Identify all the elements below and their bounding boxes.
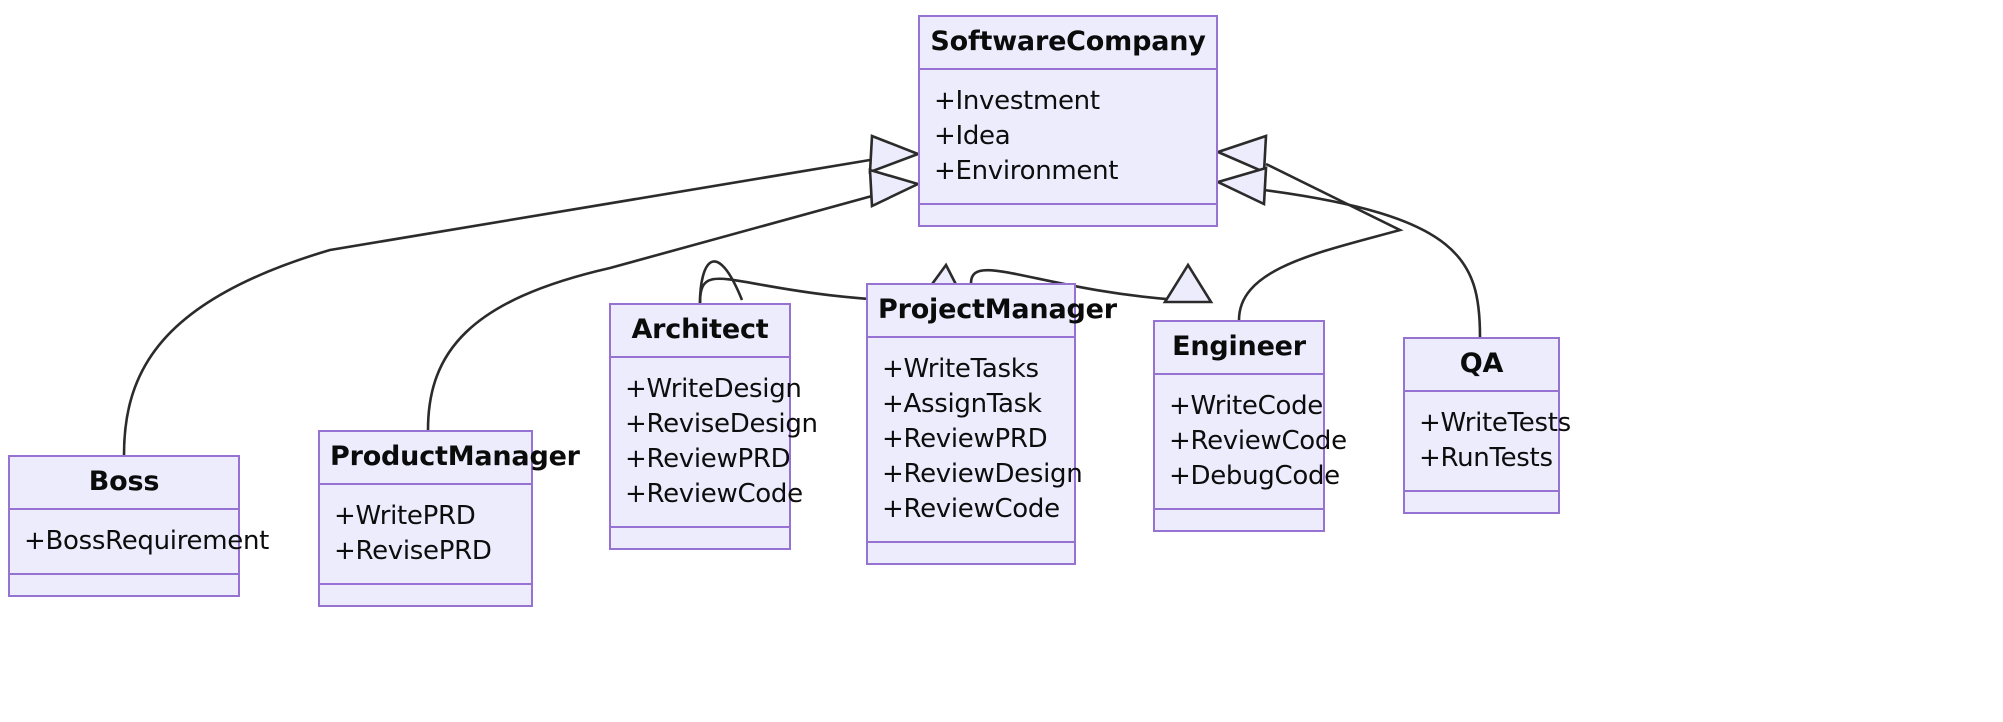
- attribute-row: +ReviewCode: [1169, 426, 1347, 456]
- class-methods: [320, 585, 531, 605]
- attribute-row: +Environment: [934, 156, 1119, 186]
- uml-class-engineer[interactable]: Engineer +WriteCode +ReviewCode +DebugCo…: [1153, 320, 1347, 532]
- edge-architect-to-softwarecompany: [698, 260, 744, 304]
- class-methods: [611, 528, 789, 548]
- uml-class-boss[interactable]: Boss +BossRequirement: [8, 455, 270, 597]
- class-title: ProductManager: [320, 432, 580, 485]
- class-methods: [920, 205, 1216, 225]
- arrowhead-boss: [868, 134, 922, 174]
- edge-engineer-to-softwarecompany: [1237, 162, 1404, 321]
- arrowhead-engineer: [1214, 134, 1268, 174]
- class-attributes: +WriteDesign +ReviseDesign +ReviewPRD +R…: [611, 358, 818, 528]
- class-attributes: +WriteTasks +AssignTask +ReviewPRD +Revi…: [868, 338, 1083, 543]
- uml-class-softwarecompany[interactable]: SoftwareCompany +Investment +Idea +Envir…: [918, 15, 1218, 227]
- class-title: QA: [1405, 339, 1558, 392]
- attribute-row: +WriteCode: [1169, 391, 1323, 421]
- uml-class-architect[interactable]: Architect +WriteDesign +ReviseDesign +Re…: [609, 303, 818, 550]
- class-attributes: +Investment +Idea +Environment: [920, 70, 1216, 205]
- attribute-row: +Idea: [934, 121, 1011, 151]
- attribute-row: +ReviseDesign: [625, 409, 818, 439]
- class-attributes: +BossRequirement: [10, 510, 270, 575]
- attribute-row: +BossRequirement: [24, 526, 270, 556]
- uml-class-productmanager[interactable]: ProductManager +WritePRD +RevisePRD: [318, 430, 580, 607]
- arrowhead-qa: [1214, 166, 1268, 207]
- arrowhead-projectmanager: [1162, 262, 1214, 304]
- attribute-row: +WriteDesign: [625, 374, 802, 404]
- attribute-row: +AssignTask: [882, 389, 1042, 419]
- attribute-row: +WritePRD: [334, 501, 476, 531]
- class-title: SoftwareCompany: [920, 17, 1216, 70]
- class-title: Engineer: [1155, 322, 1323, 375]
- class-attributes: +WriteTests +RunTests: [1405, 392, 1571, 492]
- attribute-row: +DebugCode: [1169, 461, 1340, 491]
- attribute-row: +Investment: [934, 86, 1100, 116]
- arrowhead-productmanager: [868, 168, 922, 209]
- class-attributes: +WriteCode +ReviewCode +DebugCode: [1155, 375, 1347, 510]
- class-methods: [1155, 510, 1323, 530]
- class-title: Boss: [10, 457, 238, 510]
- uml-class-qa[interactable]: QA +WriteTests +RunTests: [1403, 337, 1571, 514]
- class-title: ProjectManager: [868, 285, 1117, 338]
- attribute-row: +WriteTests: [1419, 408, 1571, 438]
- class-methods: [868, 543, 1074, 563]
- attribute-row: +ReviewCode: [625, 479, 803, 509]
- uml-class-projectmanager[interactable]: ProjectManager +WriteTasks +AssignTask +…: [866, 283, 1117, 565]
- edge-qa-to-softwarecompany: [1263, 188, 1482, 338]
- attribute-row: +WriteTasks: [882, 354, 1039, 384]
- attribute-row: +RevisePRD: [334, 536, 492, 566]
- attribute-row: +ReviewPRD: [882, 424, 1048, 454]
- class-methods: [10, 575, 238, 595]
- class-methods: [1405, 492, 1558, 512]
- attribute-row: +ReviewDesign: [882, 459, 1083, 489]
- attribute-row: +ReviewPRD: [625, 444, 791, 474]
- class-title: Architect: [611, 305, 789, 358]
- class-attributes: +WritePRD +RevisePRD: [320, 485, 531, 585]
- attribute-row: +ReviewCode: [882, 494, 1060, 524]
- attribute-row: +RunTests: [1419, 443, 1553, 473]
